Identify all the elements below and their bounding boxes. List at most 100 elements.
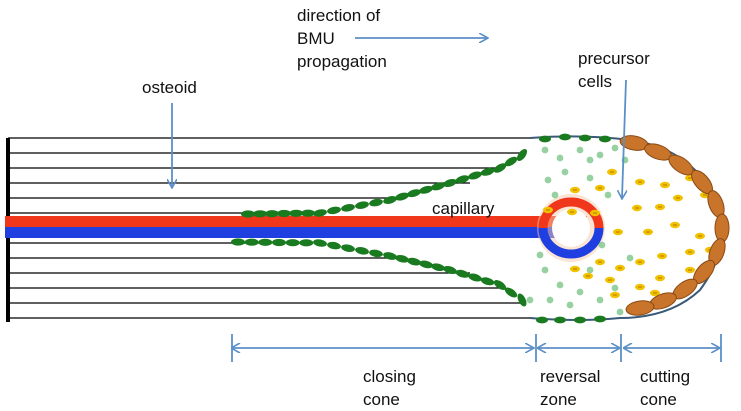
osteoblast-cell [341, 204, 355, 212]
osteoblast-cell [594, 315, 606, 323]
reversal-zone-label-line1: reversal [540, 367, 601, 386]
reversal-zone-label-line2: zone [540, 390, 577, 409]
osteoblast-cell [313, 209, 327, 217]
light-green-cells [526, 144, 634, 316]
yellow-precursor-cells [543, 168, 715, 299]
osteoblast-cell [383, 252, 397, 260]
osteoblast-cell [480, 277, 495, 286]
light-green-cell [556, 154, 564, 162]
osteoblast-cell [554, 316, 566, 324]
osteoblast-cell [253, 210, 267, 218]
osteoblast-cell [468, 171, 482, 180]
capillary-blue-vessel [5, 227, 587, 238]
osteoblast-cell [517, 293, 527, 307]
capillary-red-vessel [5, 216, 587, 227]
osteoblast-cell [327, 241, 341, 250]
osteoblast-cell [431, 182, 445, 191]
light-green-cell [598, 241, 606, 249]
osteoblast-cell [407, 257, 421, 266]
precursor-label-line2: cells [578, 72, 613, 91]
osteoblast-cell [516, 148, 528, 162]
osteoblast-cell [536, 316, 548, 324]
bone-lamellae [8, 137, 530, 319]
light-green-cell [576, 288, 584, 296]
direction-label-line1: direction of [297, 6, 381, 25]
closing-cone-label-line2: cone [363, 390, 400, 409]
osteoblast-cell [313, 239, 327, 247]
light-green-cell [626, 254, 634, 262]
light-green-cell [586, 156, 594, 164]
capillary-lumen [552, 209, 590, 247]
osteoblast-cell [443, 179, 457, 187]
osteoblast-cell [241, 210, 255, 218]
osteoblast-cell [383, 196, 397, 204]
light-green-cell [541, 266, 549, 274]
light-green-cell [611, 284, 619, 292]
osteoclast-cell [714, 213, 730, 243]
capillary-loop-red [538, 197, 604, 229]
osteoblast-cell [480, 167, 495, 176]
osteoblast-cell [468, 273, 482, 282]
osteoblast-cell [574, 316, 586, 324]
osteoblast-cell [455, 269, 470, 278]
light-green-cell [526, 296, 534, 304]
light-green-cell [596, 151, 604, 159]
light-green-cell [604, 191, 612, 199]
cutting-cone-label-line2: cone [640, 390, 677, 409]
osteoblast-cell [493, 280, 507, 290]
light-green-cell [611, 144, 619, 152]
light-green-cell [586, 266, 594, 274]
osteoblast-cell [559, 133, 571, 141]
osteoblast-cell [272, 238, 286, 247]
osteoid-label: osteoid [142, 78, 197, 97]
osteoblast-cell [455, 175, 470, 184]
osteoblast-cell [443, 266, 457, 274]
light-green-cell [596, 296, 604, 304]
osteoclast-cell [625, 300, 655, 316]
precursor-label-line1: precursor [578, 49, 650, 68]
capillary-label: capillary [432, 199, 495, 218]
direction-label-line3: propagation [297, 52, 387, 71]
osteoblast-cell [277, 209, 291, 218]
osteoblast-cell [419, 185, 433, 194]
osteoblast-cell [341, 244, 355, 252]
osteoclasts [619, 135, 730, 316]
light-green-cell [586, 174, 594, 182]
cutting-cone-label-line1: cutting [640, 367, 691, 386]
osteoblast-cell [493, 163, 507, 173]
light-green-cell [546, 296, 554, 304]
capillary-loop-blue [538, 227, 604, 259]
light-green-cell [616, 308, 624, 316]
osteoblast-cell [265, 210, 279, 218]
light-green-cell [556, 281, 564, 289]
osteoblast-cell [395, 254, 409, 263]
light-green-cell [544, 176, 552, 184]
osteoblast-cell [504, 156, 518, 167]
osteoblast-cell [355, 201, 369, 209]
osteoblast-cell [369, 249, 383, 258]
osteoblast-cell [285, 239, 300, 247]
osteoblast-cell [579, 134, 591, 142]
precursor-arrow [622, 79, 626, 198]
osteoblast-cell [231, 238, 245, 246]
osteoblast-cell [599, 135, 611, 143]
osteoblast-cell [369, 198, 383, 207]
direction-label-line2: BMU [297, 29, 335, 48]
osteoblast-cell [431, 263, 445, 272]
light-green-cell [551, 191, 559, 199]
osteoblast-cell [244, 238, 259, 246]
osteoblast-cell [299, 239, 314, 247]
light-green-cell [566, 301, 574, 309]
light-green-cell [576, 146, 584, 154]
osteoblast-cell [355, 247, 369, 255]
osteoblast-cell [407, 189, 421, 198]
osteoblast-cell [327, 206, 341, 215]
osteoblast-cell [289, 209, 303, 217]
osteoblast-cell [504, 287, 518, 298]
osteoblast-cell [539, 135, 551, 143]
osteoblast-cell [419, 260, 433, 269]
osteoblast-cell [395, 192, 409, 201]
osteoblast-cell [301, 209, 315, 217]
light-green-cell [541, 146, 549, 154]
light-green-cell [561, 168, 569, 176]
